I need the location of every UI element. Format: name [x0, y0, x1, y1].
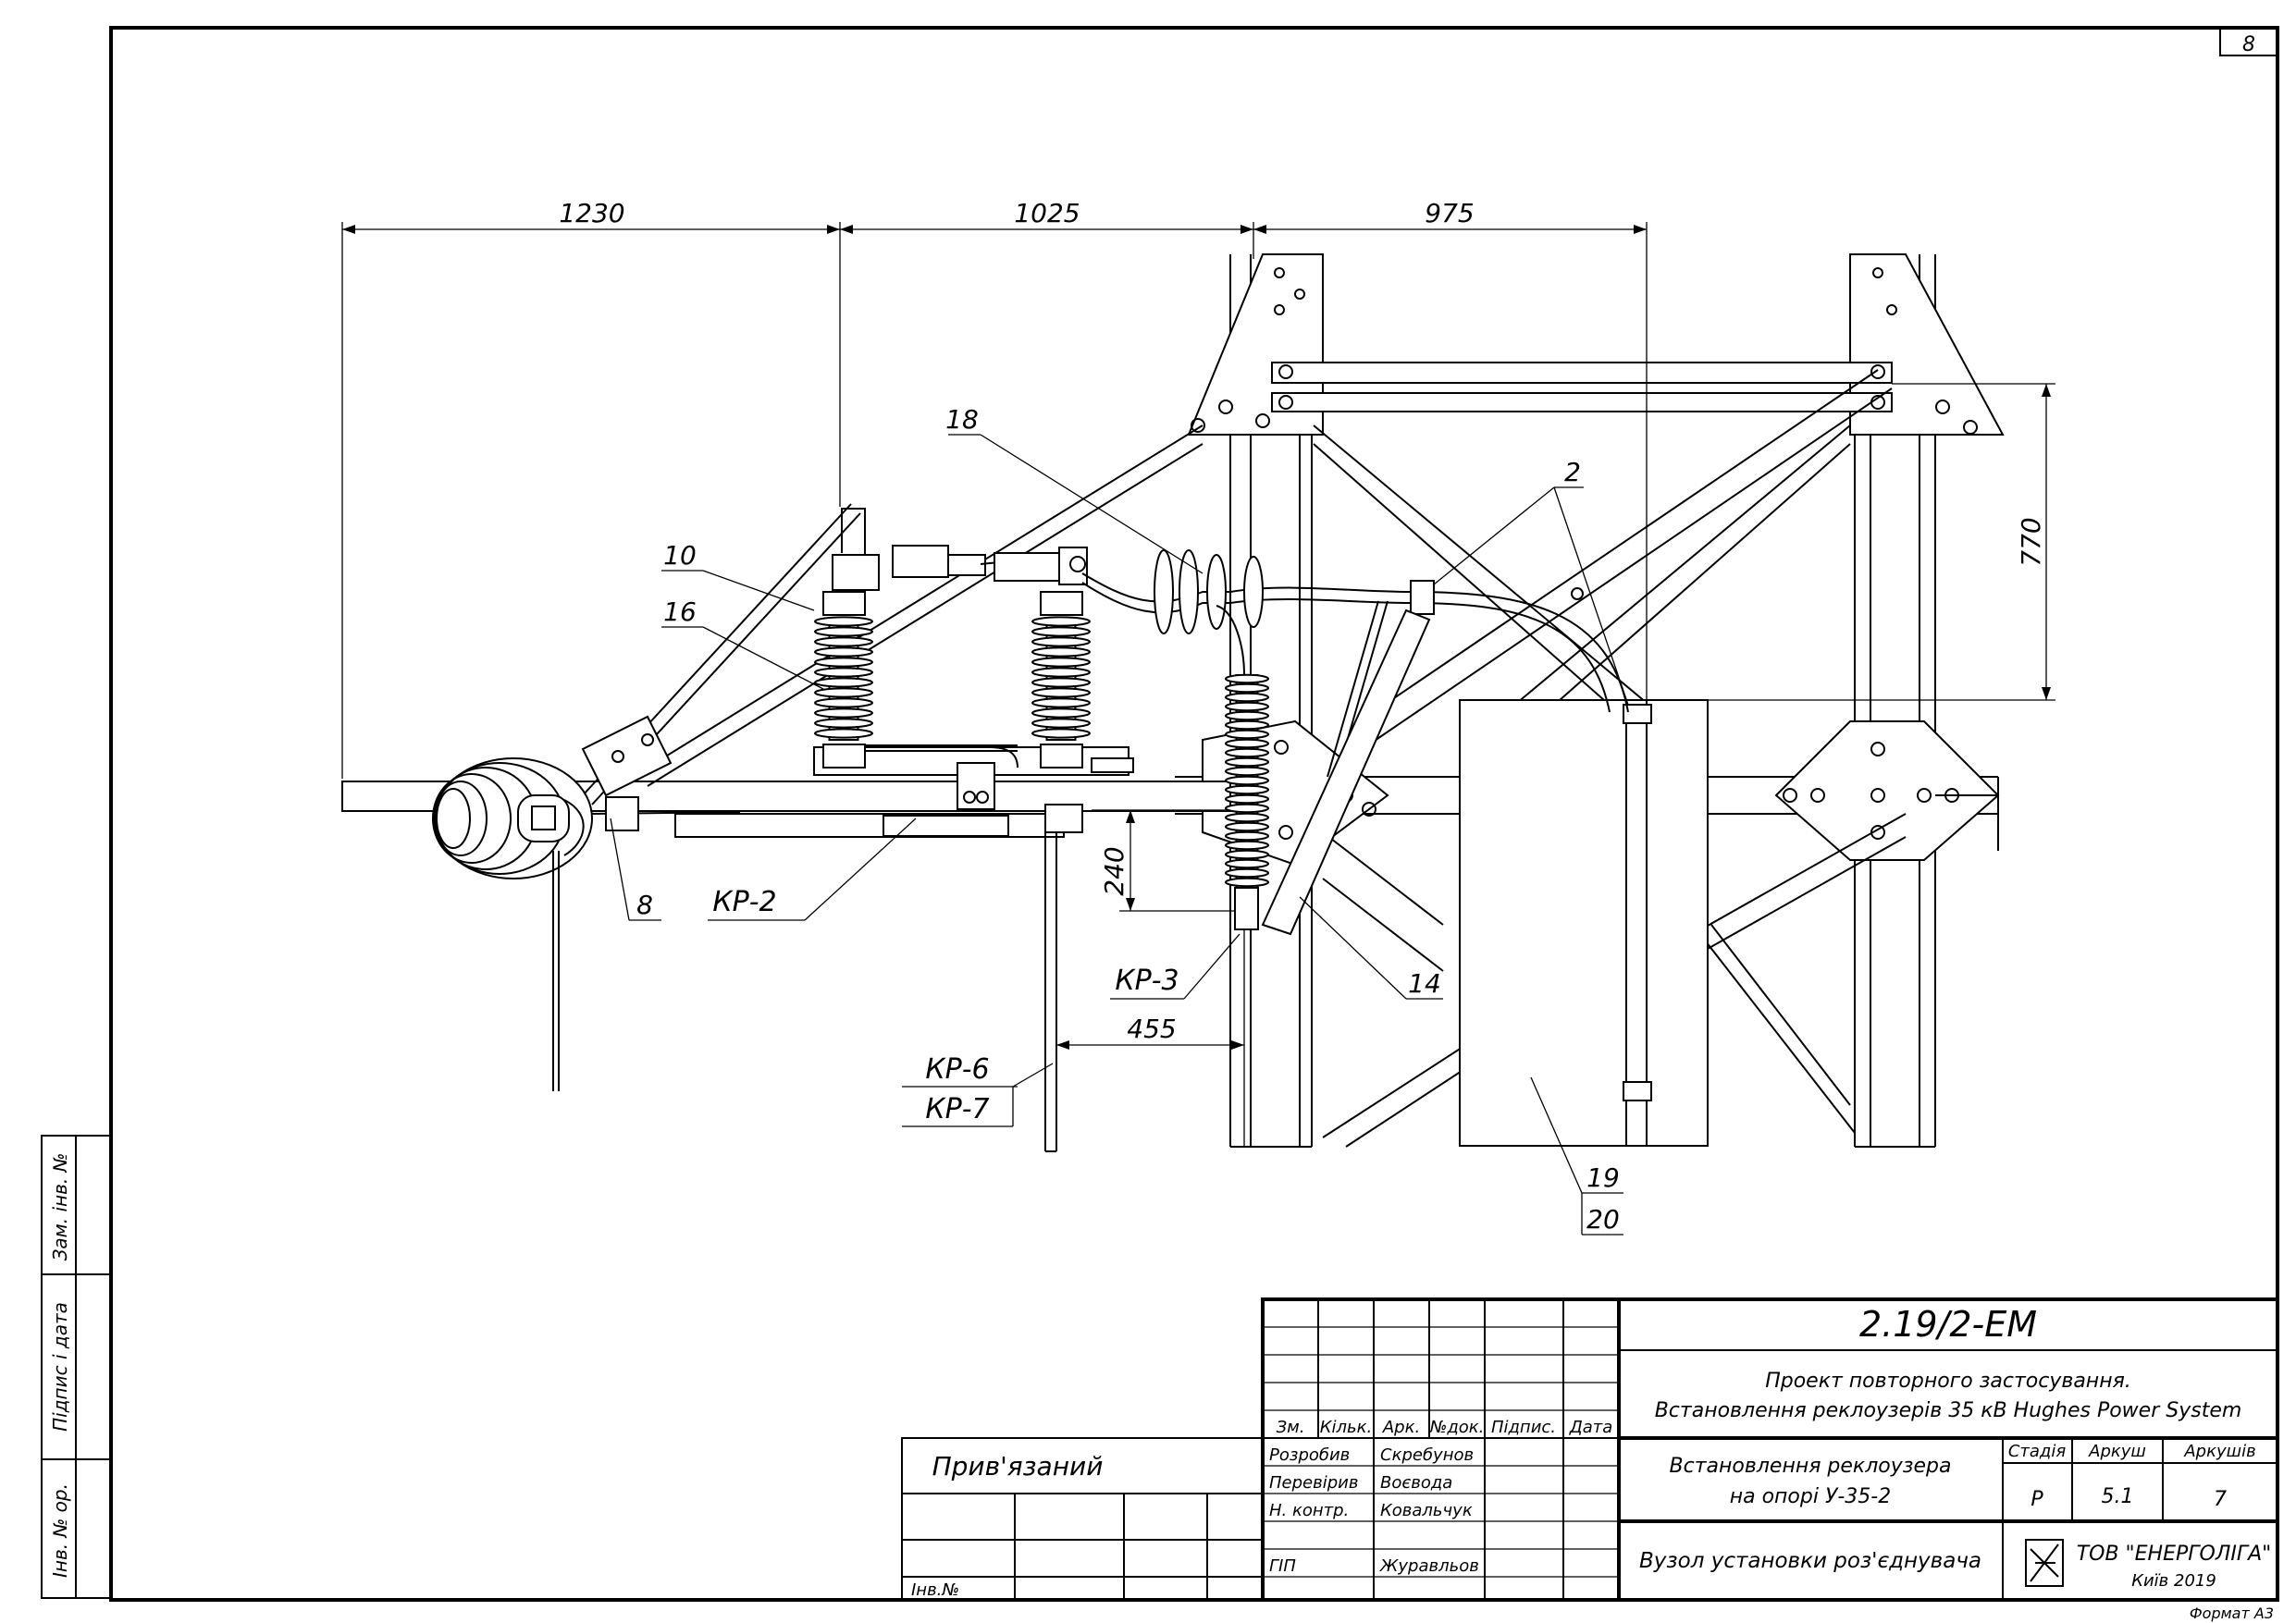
dimension-lines [341, 222, 2055, 1050]
steel-structure [1175, 253, 2005, 1148]
side-stamp-signature-date: Підпис і дата [49, 1302, 71, 1432]
tb-doc-code: 2.19/2-ЕМ [1859, 1304, 2037, 1345]
tied-inv-label: Інв.№ [911, 1580, 959, 1600]
tb-header-ark: Арк. [1382, 1418, 1420, 1437]
cable-coil [432, 757, 741, 1091]
dim-975: 975 [1425, 198, 1474, 228]
tb-sheet-label: Аркуш [2088, 1442, 2146, 1461]
callout-kp3: КР-3 [1115, 965, 1179, 997]
callout-18: 18 [945, 404, 979, 435]
arrester-support [1261, 609, 1431, 936]
tb-stage-label: Стадія [2008, 1442, 2067, 1461]
surge-arrester [1234, 887, 1259, 1147]
tb-sheet-title-line2: на опорі У-35-2 [1730, 1485, 1892, 1508]
dim-770: 770 [2016, 517, 2046, 566]
dim-1025: 1025 [1014, 198, 1080, 228]
ground-rods [1044, 832, 1057, 1152]
tb-role-checker: Перевірив [1269, 1473, 1358, 1493]
structure-bolt-holes [1191, 267, 1978, 840]
dim-455: 455 [1127, 1014, 1176, 1044]
callout-kp2: КР-2 [712, 886, 776, 918]
callout-8: 8 [636, 890, 653, 920]
tb-role-ncontrol: Н. контр. [1269, 1501, 1349, 1520]
tb-header-kilk: Кільк. [1320, 1418, 1373, 1437]
control-cabinet [1459, 699, 1709, 1147]
tb-name-developer: Скребунов [1380, 1445, 1474, 1465]
tb-sheets-value: 7 [2214, 1488, 2227, 1511]
tb-drawing-title: Вузол установки роз'єднувача [1639, 1549, 1981, 1573]
tb-sheets-label: Аркушів [2183, 1442, 2255, 1461]
insulator-left [814, 616, 873, 741]
cable-run [1081, 549, 1629, 778]
tb-sheet-title-line1: Встановлення реклоузера [1670, 1455, 1952, 1478]
tb-header-ndok: №док. [1429, 1418, 1485, 1437]
tb-project-line2: Встановлення реклоузерів 35 кВ Hughes Po… [1655, 1399, 2242, 1422]
insulator-right [1031, 616, 1091, 741]
callout-16: 16 [663, 596, 697, 627]
tb-role-developer: Розробив [1269, 1445, 1350, 1465]
arrester-insulator [1225, 673, 1269, 889]
callout-leaders [610, 434, 1629, 1236]
side-stamp-inv-orig: Інв. № ор. [49, 1483, 71, 1578]
tb-city-year: Київ 2019 [2131, 1571, 2216, 1591]
callout-20: 20 [1586, 1204, 1620, 1235]
tb-stage-value: Р [2031, 1488, 2043, 1511]
tb-header-zm: Зм. [1277, 1418, 1305, 1437]
sheet-number: 8 [2242, 33, 2255, 56]
disconnector-assembly [813, 508, 1134, 833]
tb-header-data: Дата [1569, 1418, 1613, 1437]
callout-labels: 18 2 10 16 8 КР-2 КР-3 14 КР-6 КР-7 19 2… [636, 404, 1620, 1235]
tb-name-checker: Воєвода [1380, 1473, 1452, 1493]
callout-kp7: КР-7 [925, 1093, 989, 1125]
tied-block: Прив'язаний Інв.№ [901, 1437, 1264, 1601]
format-label: Формат А3 [2190, 1605, 2274, 1622]
dim-240: 240 [1099, 846, 1129, 895]
side-stamp-zam-inv: Зам. інв. № [49, 1153, 71, 1261]
tb-project-line1: Проект повторного застосування. [1765, 1370, 2131, 1393]
tb-sheet-value: 5.1 [2102, 1485, 2134, 1508]
side-stamp: Зам. інв. № Підпис і дата Інв. № ор. [41, 1135, 112, 1599]
callout-14: 14 [1408, 968, 1441, 999]
callout-10: 10 [663, 540, 697, 571]
dim-1230: 1230 [559, 198, 624, 228]
tb-name-gip: Журавльов [1379, 1556, 1479, 1576]
callout-kp6: КР-6 [925, 1053, 989, 1086]
insulator-stacks [814, 616, 1269, 889]
tb-header-pidpys: Підпис. [1491, 1418, 1556, 1437]
tied-title: Прив'язаний [932, 1451, 1104, 1482]
company-logo [2025, 1539, 2064, 1587]
callout-2: 2 [1564, 457, 1581, 487]
left-braces [581, 424, 1204, 805]
callout-19: 19 [1586, 1162, 1620, 1193]
tb-role-gip: ГІП [1269, 1556, 1296, 1576]
title-block: Зм. Кільк. Арк. №док. Підпис. Дата Розро… [1261, 1297, 2279, 1602]
tb-name-ncontrol: Ковальчук [1380, 1501, 1473, 1520]
tb-company: ТОВ "ЕНЕРГОЛІГА" [2077, 1543, 2272, 1566]
dimension-values: 1230 1025 975 770 240 455 [559, 198, 2046, 1044]
